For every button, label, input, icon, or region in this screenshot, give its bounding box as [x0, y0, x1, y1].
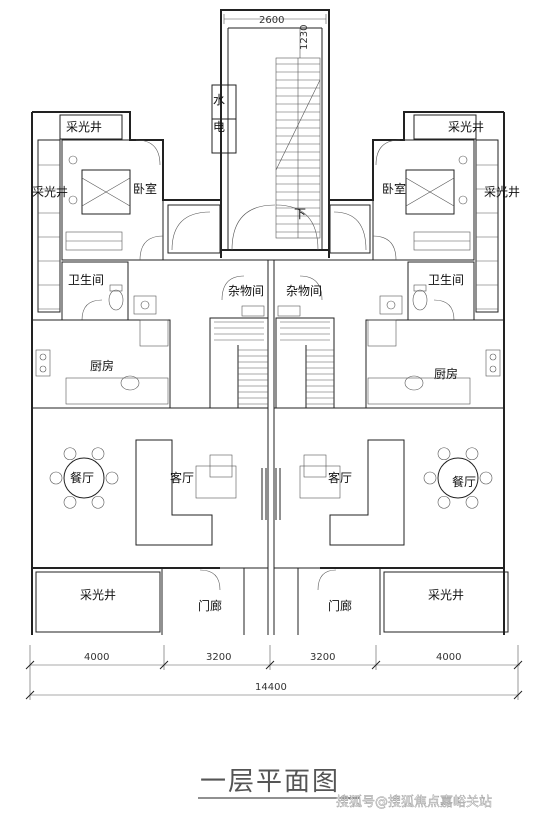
label-skylight-ml: 采光井 — [32, 185, 68, 199]
water-label: 水 — [213, 93, 225, 107]
label-kitchen-right: 厨房 — [434, 366, 458, 381]
label-skylight-tr: 采光井 — [448, 120, 484, 134]
label-porch-right: 门廊 — [328, 598, 352, 613]
label-skylight-mr: 采光井 — [484, 185, 520, 199]
living-left — [31, 407, 269, 569]
bedroom-right — [372, 139, 475, 261]
dim-seg1: 4000 — [84, 652, 109, 663]
label-storage-left: 杂物间 — [228, 284, 264, 298]
dim-seg4: 4000 — [436, 652, 461, 663]
label-dining-left: 餐厅 — [70, 470, 94, 485]
top-depth-dim: 1230 — [299, 25, 310, 50]
stair-down-label: 下 — [294, 207, 306, 221]
dining-chair — [105, 471, 119, 485]
plan-title: 一层平面图 — [200, 767, 340, 797]
label-porch-left: 门廊 — [198, 598, 222, 613]
inner-corridors — [163, 204, 373, 261]
dining-chair — [423, 471, 437, 485]
dining-table-right — [423, 447, 493, 509]
label-skylight-tl: 采光井 — [66, 120, 102, 134]
label-skylight-bl: 采光井 — [80, 588, 116, 602]
dim-seg3: 3200 — [310, 652, 335, 663]
label-living-right: 客厅 — [328, 470, 352, 485]
label-bedroom-right: 卧室 — [382, 181, 406, 196]
elec-label: 电 — [213, 120, 225, 134]
interior-stairs — [209, 317, 335, 409]
bathroom-right — [379, 261, 475, 321]
dining-chair — [465, 447, 479, 461]
label-kitchen-left: 厨房 — [90, 358, 114, 373]
dining-chair — [465, 495, 479, 509]
label-living-left: 客厅 — [170, 470, 194, 485]
dining-chair — [91, 447, 105, 461]
dining-chair — [63, 447, 77, 461]
label-bedroom-left: 卧室 — [133, 181, 157, 196]
label-bath-left: 卫生间 — [68, 273, 104, 287]
label-bath-right: 卫生间 — [428, 273, 464, 287]
dim-seg2: 3200 — [206, 652, 231, 663]
top-width-dim: 2600 — [259, 15, 284, 26]
dining-chair — [49, 471, 63, 485]
label-storage-right: 杂物间 — [286, 284, 322, 298]
dim-total: 14400 — [255, 682, 287, 693]
dining-chair — [91, 495, 105, 509]
stair-tower — [211, 9, 330, 251]
dining-table-left — [49, 447, 119, 509]
bathroom-left — [61, 261, 157, 321]
dimension-lines — [25, 645, 523, 700]
dining-chair — [437, 495, 451, 509]
front-area — [32, 567, 509, 635]
dining-chair — [63, 495, 77, 509]
kitchen-right — [365, 319, 505, 409]
label-skylight-br: 采光井 — [428, 588, 464, 602]
label-dining-right: 餐厅 — [452, 474, 476, 489]
storage-rooms — [221, 260, 323, 635]
dining-chair — [479, 471, 493, 485]
bedroom-left — [61, 139, 164, 261]
dining-chair — [437, 447, 451, 461]
top-dimension — [223, 14, 327, 58]
watermark: 搜狐号@搜狐焦点嘉峪关站 — [336, 795, 492, 810]
